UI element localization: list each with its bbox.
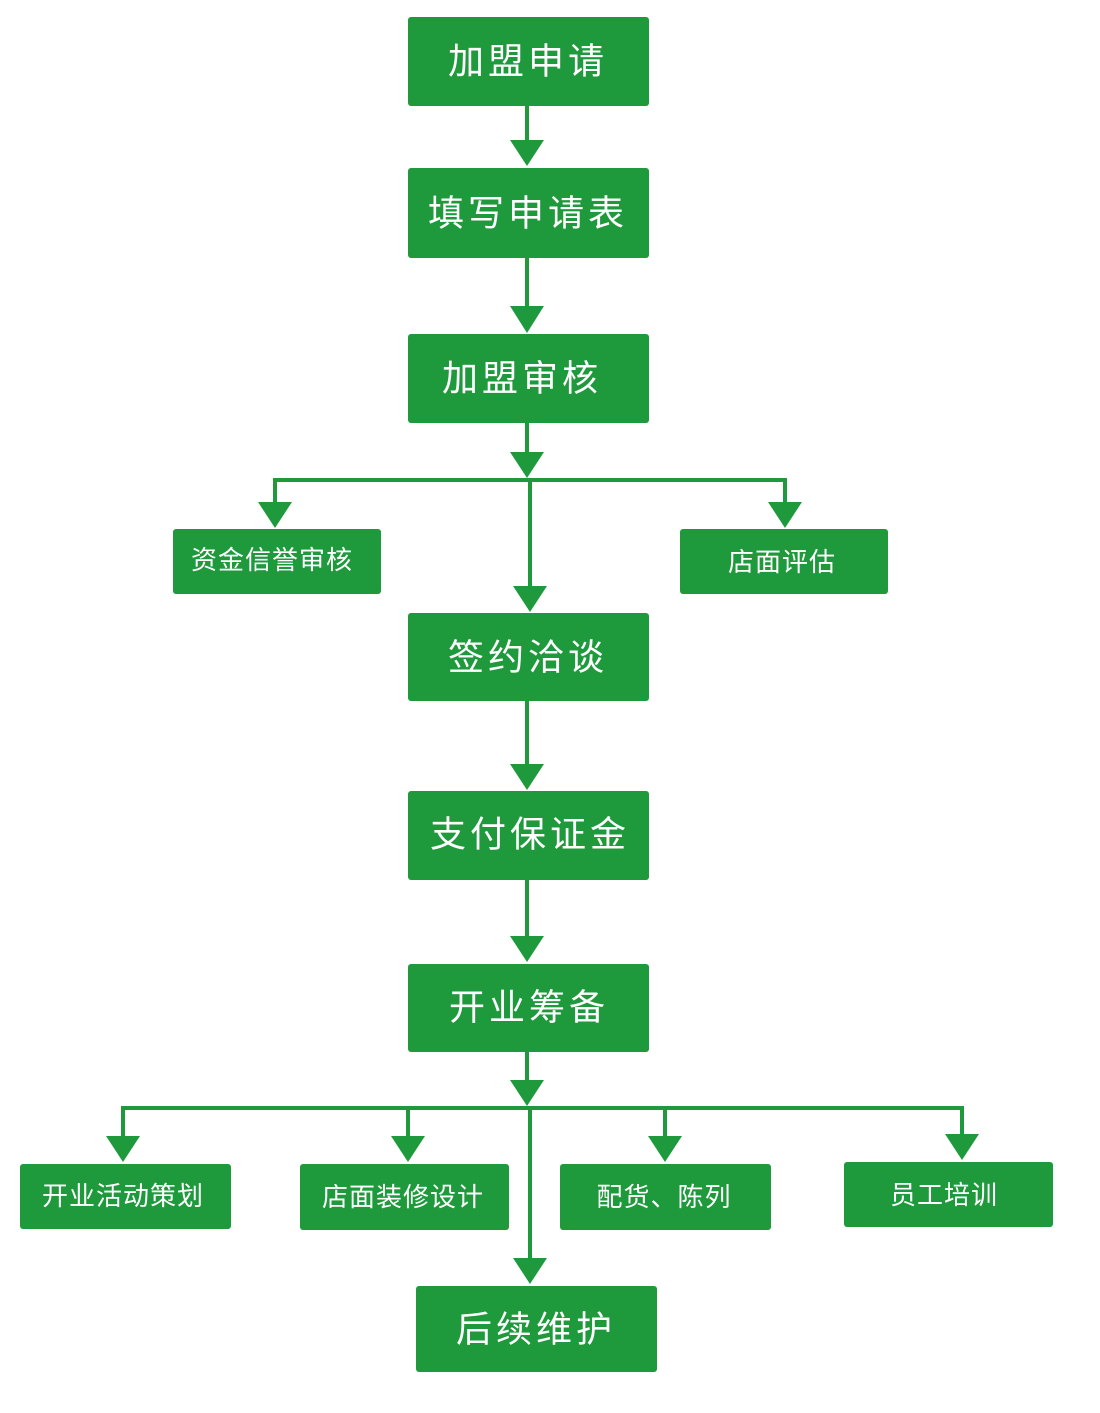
node-maintenance-label: 后续维护 <box>456 1310 616 1351</box>
node-stocking-label: 配货、陈列 <box>596 1183 731 1213</box>
arrowhead-decoration <box>391 1136 425 1162</box>
node-contract: 签约洽谈 <box>408 613 649 701</box>
arrowhead-form <box>510 140 544 166</box>
node-apply: 加盟申请 <box>408 17 649 106</box>
node-apply-label: 加盟申请 <box>448 42 608 83</box>
arrowhead-prep-branch <box>510 1080 544 1106</box>
node-deposit-label: 支付保证金 <box>430 815 630 856</box>
node-training: 员工培训 <box>844 1162 1053 1227</box>
node-contract-label: 签约洽谈 <box>448 638 608 679</box>
arrowhead-training <box>945 1134 979 1160</box>
node-deposit: 支付保证金 <box>408 791 649 880</box>
node-review-label: 加盟审核 <box>442 359 602 400</box>
node-stocking: 配货、陈列 <box>560 1164 771 1230</box>
node-decoration: 店面装修设计 <box>300 1164 509 1230</box>
connectors <box>106 106 979 1284</box>
arrowhead-maintenance <box>513 1258 547 1284</box>
node-opening-plan: 开业活动策划 <box>20 1164 231 1229</box>
arrowhead-store-eval <box>768 502 802 528</box>
arrowhead-stocking <box>648 1136 682 1162</box>
node-store-eval: 店面评估 <box>680 529 888 594</box>
arrowhead-credit <box>258 502 292 528</box>
arrowhead-deposit <box>510 764 544 790</box>
node-opening-plan-label: 开业活动策划 <box>42 1182 204 1212</box>
arrowhead-contract <box>513 586 547 612</box>
node-credit-review: 资金信誉审核 <box>173 529 381 594</box>
node-review: 加盟审核 <box>408 334 649 423</box>
node-fill-form: 填写申请表 <box>408 168 649 258</box>
arrowhead-opening-plan <box>106 1136 140 1162</box>
node-decoration-label: 店面装修设计 <box>322 1183 484 1213</box>
node-prep-label: 开业筹备 <box>449 988 609 1029</box>
arrowhead-prep <box>510 936 544 962</box>
node-store-eval-label: 店面评估 <box>728 548 836 578</box>
node-prep: 开业筹备 <box>408 964 649 1052</box>
node-training-label: 员工培训 <box>890 1181 998 1211</box>
arrowhead-review <box>510 306 544 333</box>
node-maintenance: 后续维护 <box>416 1286 657 1372</box>
node-fill-form-label: 填写申请表 <box>428 194 628 235</box>
node-credit-review-label: 资金信誉审核 <box>191 546 353 576</box>
arrowhead-review-branch <box>510 452 544 478</box>
